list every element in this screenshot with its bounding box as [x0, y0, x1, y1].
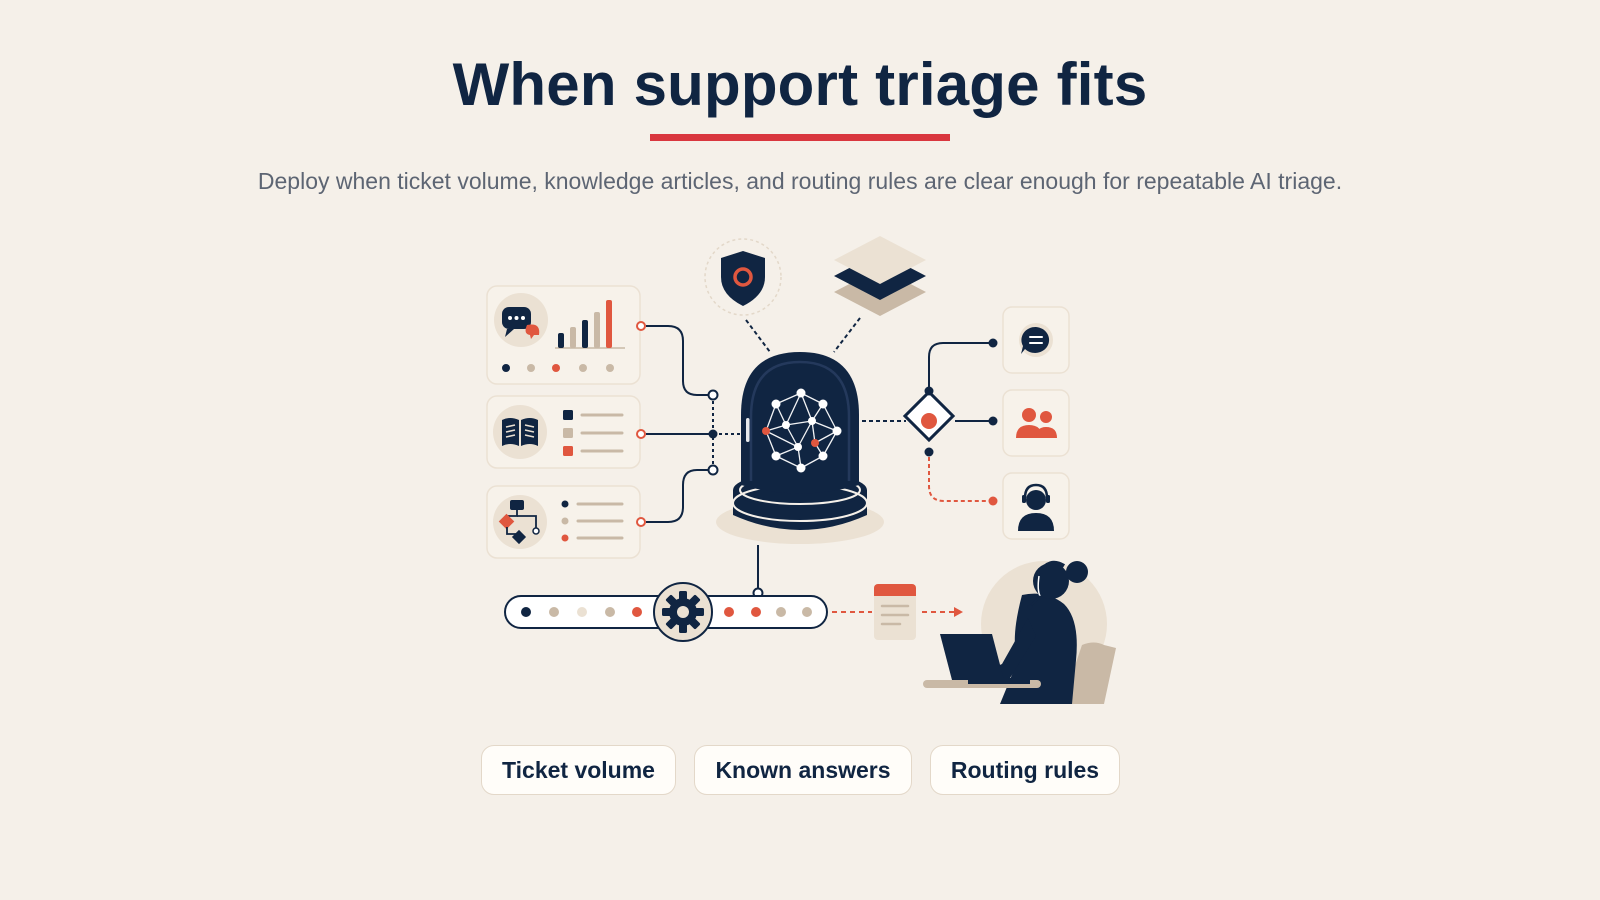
- decision-diamond-icon: [902, 389, 956, 443]
- headset-agent-icon: [1002, 472, 1070, 540]
- team-icon: [1002, 389, 1070, 457]
- list-icon: [563, 410, 624, 456]
- ai-dome-network-icon: [716, 352, 884, 544]
- tag-routing-rules[interactable]: Routing rules: [930, 745, 1120, 795]
- gear-icon: [653, 582, 713, 642]
- tag-ticket-volume[interactable]: Ticket volume: [481, 745, 676, 795]
- title-underline: [650, 134, 950, 141]
- card-routing-rules: [486, 485, 641, 559]
- open-book-icon: [493, 405, 547, 459]
- tag-label: Ticket volume: [502, 756, 655, 783]
- tag-label: Routing rules: [950, 756, 1100, 783]
- message-icon: [1002, 306, 1070, 374]
- input-connectors: [646, 325, 742, 523]
- tag-label: Known answers: [715, 756, 891, 783]
- card-knowledge-articles: [486, 395, 641, 469]
- chat-bubble-icon: [494, 293, 548, 347]
- ticket-document-icon: [874, 584, 916, 640]
- support-agent-at-laptop: [923, 560, 1116, 704]
- workflow-icon: [493, 495, 547, 549]
- tag-known-answers[interactable]: Known answers: [694, 745, 912, 795]
- bar-chart-icon: [555, 300, 625, 349]
- shield-icon: [704, 238, 782, 316]
- output-connectors: [928, 342, 990, 502]
- page-subtitle: Deploy when ticket volume, knowledge art…: [257, 168, 1343, 194]
- card-ticket-volume: [486, 285, 641, 385]
- page-title: When support triage fits: [452, 51, 1148, 118]
- layers-icon: [834, 236, 926, 316]
